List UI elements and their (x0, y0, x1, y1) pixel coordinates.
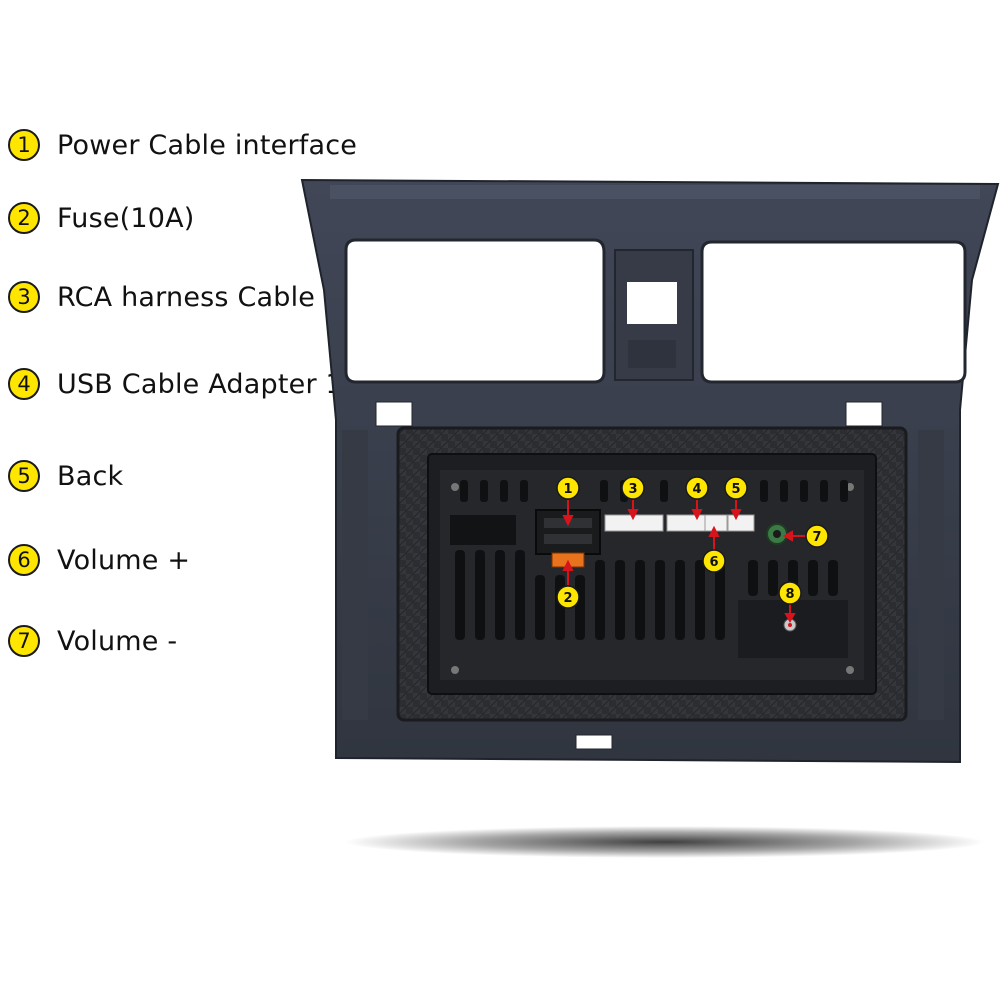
callout-3: 3 (621, 476, 645, 500)
callout-label: 2 (563, 591, 572, 606)
cooling-fins (455, 480, 848, 640)
callout-label: 3 (628, 482, 637, 497)
usb-connector (666, 514, 706, 532)
sim-slot-cover (450, 515, 516, 545)
legend-label: USB Cable Adapter 1 (57, 368, 343, 400)
callout-6: 6 (702, 549, 726, 573)
legend-label: Back (57, 460, 124, 492)
callout-label: 6 (709, 555, 718, 570)
legend-label: Volume - (57, 625, 178, 657)
callout-7: 7 (805, 524, 829, 548)
legend-label: Power Cable interface (57, 129, 358, 161)
callout-label: 4 (692, 482, 701, 497)
callout-4: 4 (685, 476, 709, 500)
back-connector (704, 514, 728, 532)
number-badge: 5 (8, 460, 40, 492)
callout-arrows (562, 500, 805, 624)
legend-label: Fuse(10A) (57, 202, 195, 234)
ground-shadow (345, 826, 985, 858)
legend-item-volume-up: 6 Volume + (8, 540, 190, 580)
callout-2: 2 (556, 585, 580, 609)
legend-item-usb-adapter: 4 USB Cable Adapter 1 (8, 364, 343, 404)
callout-label: 7 (812, 530, 821, 545)
callout-label: 1 (563, 482, 572, 497)
mic-port (738, 600, 848, 658)
number-badge: 4 (8, 368, 40, 400)
legend-label: Volume + (57, 544, 191, 576)
aux-connector (727, 514, 755, 532)
legend-item-rca-harness: 3 RCA harness Cable (8, 277, 315, 317)
callout-label: 5 (731, 482, 740, 497)
number-badge: 2 (8, 202, 40, 234)
callout-label: 8 (785, 587, 794, 602)
number-badge: 1 (8, 129, 40, 161)
callout-1: 1 (556, 476, 580, 500)
number-badge: 3 (8, 281, 40, 313)
legend-label: RCA harness Cable (57, 281, 316, 313)
legend-item-fuse: 2 Fuse(10A) (8, 198, 195, 238)
number-badge: 6 (8, 544, 40, 576)
legend-item-power-cable: 1 Power Cable interface (8, 125, 357, 165)
callout-8: 8 (778, 581, 802, 605)
legend-item-back: 5 Back (8, 456, 123, 496)
callout-5: 5 (724, 476, 748, 500)
number-badge: 7 (8, 625, 40, 657)
legend-item-volume-down: 7 Volume - (8, 621, 177, 661)
